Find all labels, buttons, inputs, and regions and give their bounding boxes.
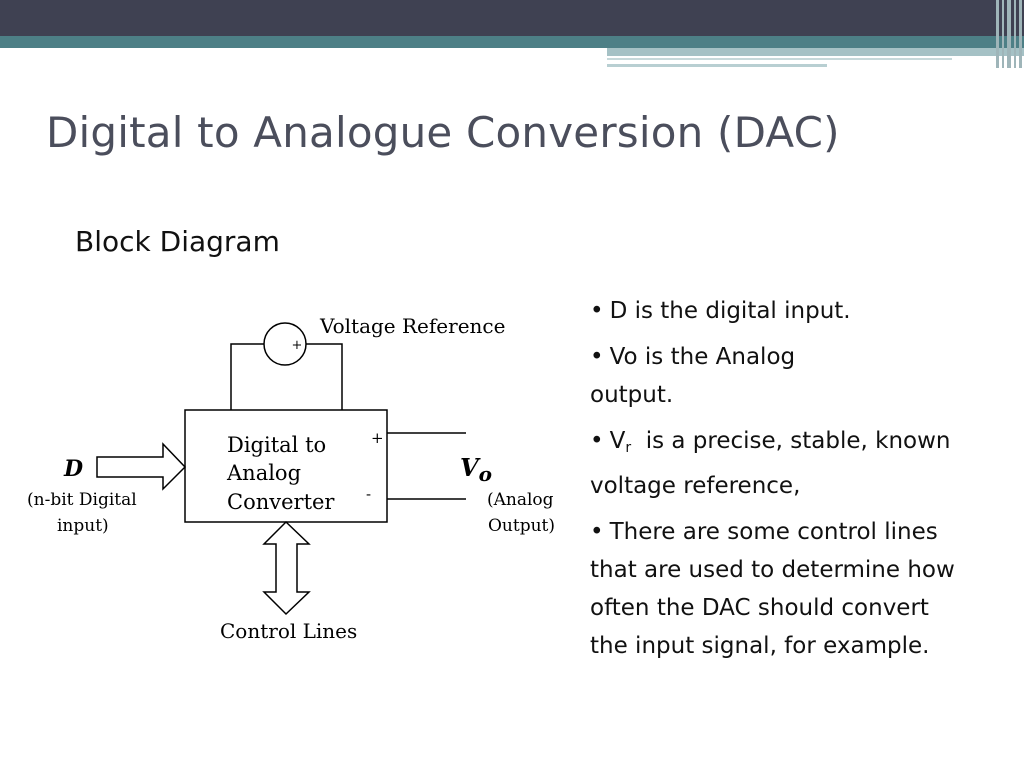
bullet-text: the input signal, for example.: [590, 633, 930, 659]
voltage-source-plus: +: [292, 338, 303, 353]
dac-block-label-line3: Converter: [227, 490, 335, 514]
bullet-item: •Vo is the Analog output.: [590, 338, 1000, 414]
bullet-dot: •: [590, 519, 604, 545]
slide-title: Digital to Analogue Conversion (DAC): [46, 108, 840, 157]
header-accent-band: [607, 48, 1024, 56]
bullet-item: •Vr is a precise, stable, known voltage …: [590, 422, 1000, 505]
input-symbol: D: [63, 456, 83, 482]
bullet-dot: •: [590, 298, 604, 324]
vr-subscript: r: [625, 440, 632, 456]
bullet-text: Vo is the Analog: [609, 344, 796, 370]
input-description-line1: (n-bit Digital: [27, 490, 137, 510]
dac-block-label-line2: Analog: [226, 461, 301, 485]
header-accent-line: [607, 64, 827, 67]
bullet-text: that are used to determine how: [590, 557, 955, 583]
bullet-item: •There are some control lines that are u…: [590, 513, 1000, 665]
bullet-text: often the DAC should convert: [590, 595, 929, 621]
voltage-reference-label: Voltage Reference: [319, 314, 505, 338]
bullet-text: D is the digital input.: [609, 298, 851, 324]
plus-terminal-label: +: [371, 429, 384, 447]
bullet-text: is a precise, stable, known: [645, 428, 951, 454]
bullet-dot: •: [590, 428, 604, 454]
reference-wire-right: [306, 343, 343, 410]
control-lines-arrow: [262, 520, 311, 616]
dac-block-diagram: + Voltage Reference Digital to Analog Co…: [27, 314, 555, 643]
minus-terminal-label: -: [366, 485, 371, 503]
dac-block-label-line1: Digital to: [227, 433, 326, 457]
bullet-text: There are some control lines: [609, 519, 938, 545]
bullet-list: •D is the digital input. •Vo is the Anal…: [590, 292, 1000, 673]
bullet-item: •D is the digital input.: [590, 292, 1000, 330]
control-lines-label: Control Lines: [220, 619, 357, 643]
dac-block: [184, 409, 388, 523]
reference-wire-left: [230, 343, 264, 410]
output-symbol: Vo: [460, 453, 492, 486]
header-dark-band: [0, 0, 1024, 36]
bullet-text: voltage reference,: [590, 473, 801, 499]
bullet-dot: •: [590, 344, 604, 370]
input-arrow: [96, 442, 187, 491]
slide-subtitle: Block Diagram: [75, 225, 280, 258]
voltage-source-symbol: [263, 322, 307, 366]
header-accent-line: [607, 58, 952, 60]
vr-symbol: V: [609, 428, 626, 454]
input-description-line2: input): [57, 516, 109, 536]
header-edge-bars: [994, 0, 1024, 68]
output-description-line2: Output): [488, 516, 555, 536]
bullet-text: output.: [590, 382, 674, 408]
header-teal-band: [0, 36, 1024, 48]
output-description-line1: (Analog: [487, 490, 554, 510]
